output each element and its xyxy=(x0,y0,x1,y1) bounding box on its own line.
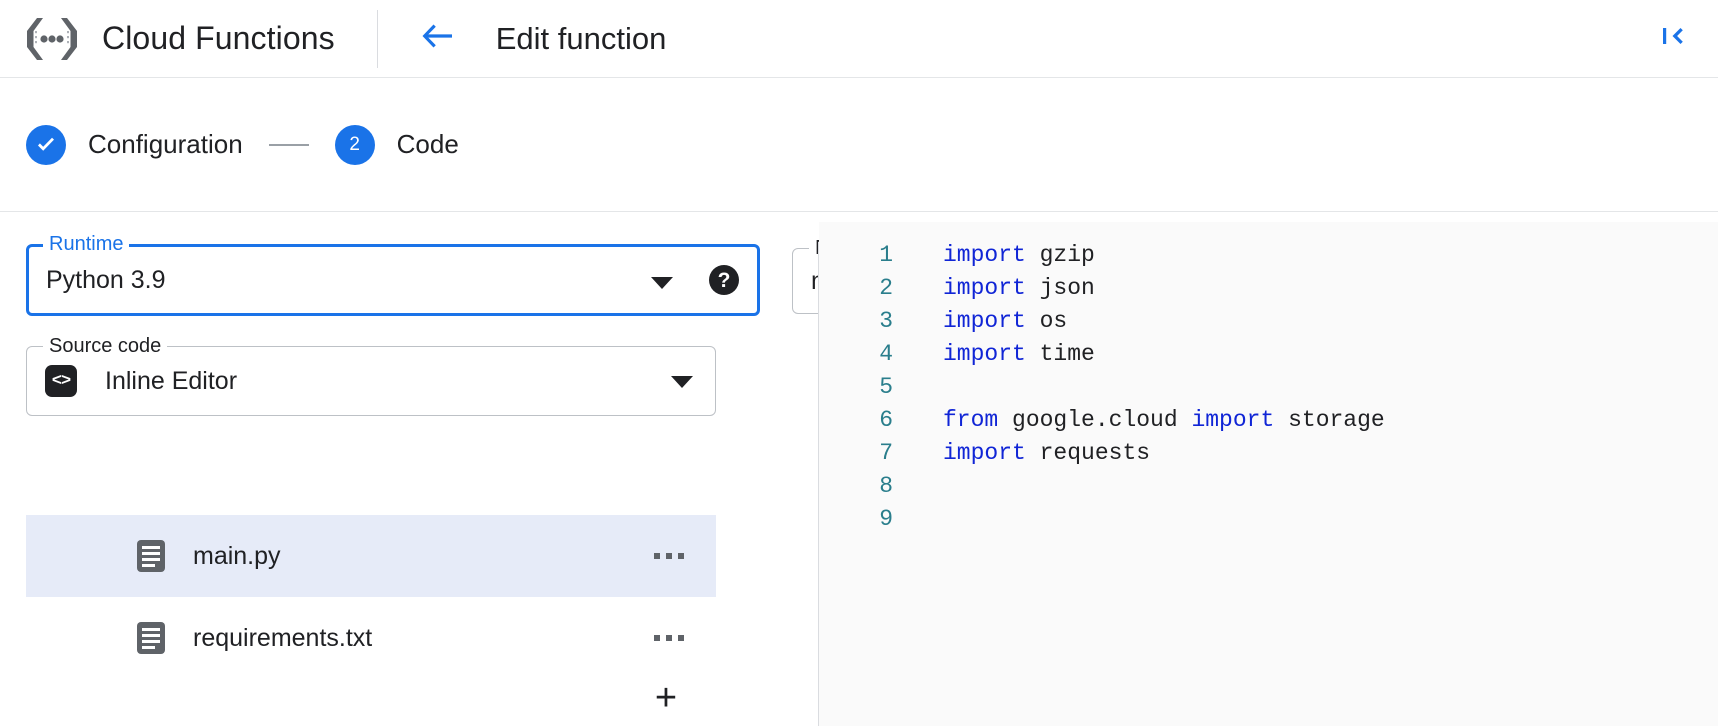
collapse-panel-icon xyxy=(1660,21,1690,56)
step-code-marker: 2 xyxy=(334,124,375,165)
code-text[interactable]: import os xyxy=(897,308,1067,334)
line-number: 9 xyxy=(879,505,893,532)
runtime-value: Python 3.9 xyxy=(46,265,166,294)
runtime-label: Runtime xyxy=(43,233,130,255)
code-line: 9 xyxy=(819,502,1718,535)
runtime-select[interactable]: Runtime Python 3.9 xyxy=(26,233,760,316)
add-file-button[interactable]: + xyxy=(648,677,684,719)
file-row-overflow-menu[interactable] xyxy=(646,627,692,649)
step-connector xyxy=(268,143,309,146)
code-keyword: import xyxy=(943,274,1026,301)
file-row-overflow-menu[interactable] xyxy=(646,545,692,567)
line-number: 7 xyxy=(879,439,893,466)
file-list: main.py requirements.txt xyxy=(26,515,716,679)
check-icon xyxy=(38,137,54,151)
chevron-down-icon[interactable] xyxy=(671,376,693,388)
collapse-panel-button[interactable] xyxy=(1656,20,1694,58)
file-icon xyxy=(137,622,165,654)
brand-title: Cloud Functions xyxy=(102,20,335,56)
code-keyword: import xyxy=(1191,406,1275,433)
step-code-label: Code xyxy=(396,129,459,159)
file-icon xyxy=(137,540,165,572)
code-keyword: import xyxy=(943,439,1026,466)
code-identifier: json xyxy=(1025,274,1095,301)
line-number: 6 xyxy=(879,406,893,433)
code-keyword: import xyxy=(943,241,1026,268)
source-code-label: Source code xyxy=(43,335,168,357)
pane-divider xyxy=(818,242,819,726)
line-number: 2 xyxy=(879,274,893,301)
file-list-item-requirements-txt[interactable]: requirements.txt xyxy=(26,597,716,679)
arrow-left-icon xyxy=(420,21,454,56)
code-text[interactable]: import time xyxy=(897,341,1095,367)
file-list-item-main-py[interactable]: main.py xyxy=(26,515,716,597)
code-identifier: time xyxy=(1025,340,1095,367)
content-area: Runtime Python 3.9 ? Entry point main ? … xyxy=(0,212,1718,726)
code-text[interactable]: import gzip xyxy=(897,242,1095,268)
code-text[interactable]: from google.cloud import storage xyxy=(897,407,1385,433)
step-configuration[interactable]: Configuration xyxy=(26,124,243,165)
step-code[interactable]: 2 Code xyxy=(334,124,459,165)
chevron-down-icon[interactable] xyxy=(651,277,673,289)
code-line: 8 xyxy=(819,469,1718,502)
code-brackets-icon: <> xyxy=(45,365,77,397)
line-number: 3 xyxy=(879,307,893,334)
code-keyword: import xyxy=(943,307,1026,334)
code-text[interactable]: import requests xyxy=(897,440,1150,466)
code-keyword: import xyxy=(943,340,1026,367)
line-number: 1 xyxy=(879,241,893,268)
file-name: requirements.txt xyxy=(193,623,373,652)
code-identifier: gzip xyxy=(1025,241,1095,268)
app-header: Cloud Functions Edit function xyxy=(0,0,1718,78)
header-divider xyxy=(376,9,378,68)
code-identifier: os xyxy=(1025,307,1068,334)
code-line: 5 xyxy=(819,370,1718,403)
code-identifier: google.cloud xyxy=(998,406,1192,433)
line-number: 4 xyxy=(879,340,893,367)
source-code-select[interactable]: Source code <> Inline Editor xyxy=(26,335,716,416)
page-title: Edit function xyxy=(495,20,667,56)
code-text[interactable]: import json xyxy=(897,275,1095,301)
step-configuration-label: Configuration xyxy=(88,129,243,159)
source-code-value: Inline Editor xyxy=(105,366,238,395)
step-configuration-marker xyxy=(26,124,66,165)
line-number: 5 xyxy=(879,373,893,400)
cloud-functions-logo-icon xyxy=(24,15,80,63)
brand[interactable]: Cloud Functions xyxy=(0,0,335,77)
plus-icon: + xyxy=(654,677,678,719)
line-number: 8 xyxy=(879,472,893,499)
back-button[interactable] xyxy=(416,18,458,60)
code-keyword: from xyxy=(943,406,999,433)
code-identifier: requests xyxy=(1025,439,1151,466)
file-name: main.py xyxy=(193,541,281,570)
runtime-help-icon[interactable]: ? xyxy=(709,265,739,295)
wizard-stepper: Configuration 2 Code xyxy=(0,78,1718,212)
code-identifier: storage xyxy=(1274,406,1385,433)
